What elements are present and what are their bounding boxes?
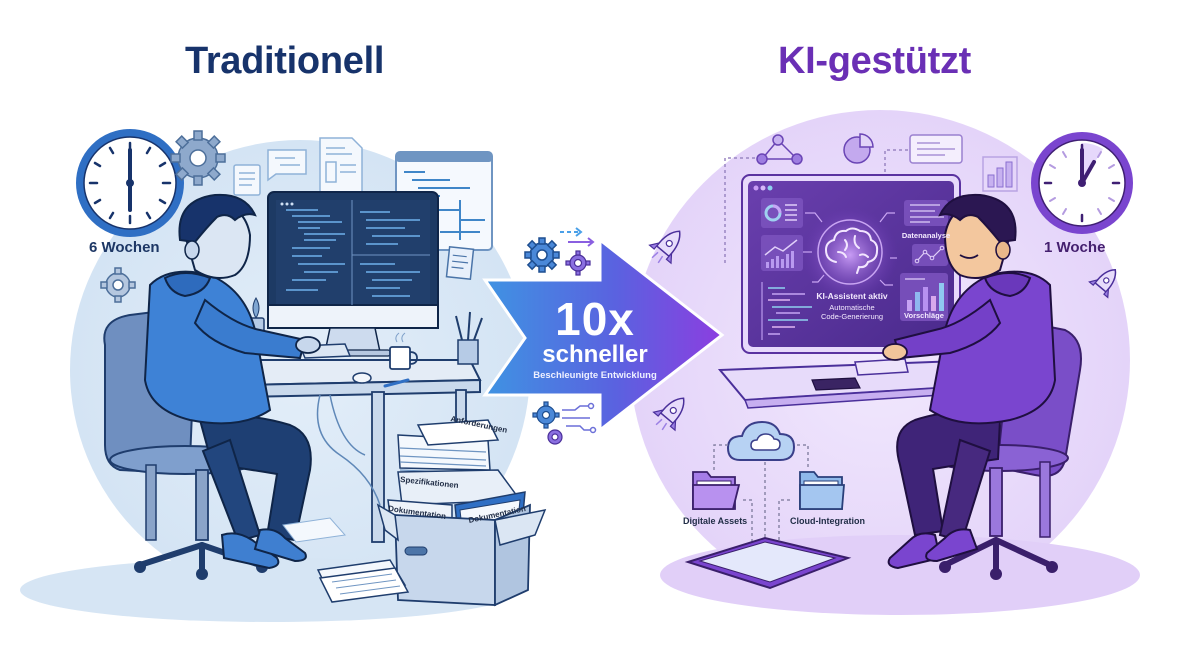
speed-arrow — [482, 236, 725, 434]
pie-chart-icon — [843, 133, 874, 164]
clock-icon-left — [76, 129, 184, 237]
paper-stack-floor — [282, 517, 410, 603]
folder-icon-digital-assets — [692, 471, 741, 510]
folder-label-cloud-integration: Cloud-Integration — [790, 516, 865, 526]
gear-icon — [524, 237, 560, 273]
folder-label-digital-assets: Digitale Assets — [683, 516, 748, 526]
network-icon — [724, 134, 803, 265]
bar-chart-icon — [982, 156, 1018, 192]
rocket-icon — [648, 230, 681, 265]
person-right — [882, 193, 1057, 570]
ai-monitor — [741, 174, 961, 377]
ai-panel-suggestions: Vorschläge — [904, 311, 944, 320]
dashed-connectors — [713, 444, 809, 555]
motion-arrows-icon — [560, 227, 595, 247]
circuit-icon — [562, 402, 597, 434]
ai-feature-line2: Code-Generierung — [820, 312, 884, 321]
tablet-device — [684, 536, 852, 590]
folder-icon-cloud-integration — [799, 471, 845, 510]
gear-icon — [100, 267, 136, 303]
sticky-note — [445, 246, 475, 280]
clock-icon-right — [1031, 132, 1133, 234]
title-traditional: Traditionell — [185, 40, 385, 82]
floating-documents — [233, 137, 363, 196]
rocket-icon — [1088, 268, 1117, 299]
speed-subtitle: Beschleunigte Entwicklung — [533, 370, 657, 381]
gear-icon — [170, 130, 226, 186]
gear-icon — [547, 429, 563, 445]
list-card-icon — [884, 134, 963, 172]
brain-icon — [824, 227, 879, 274]
gear-icon — [565, 250, 591, 276]
duration-label-ai: 1 Woche — [1044, 239, 1106, 256]
gear-icon — [532, 401, 560, 429]
desk-left — [228, 359, 482, 543]
speed-multiplier: 10x — [555, 293, 635, 345]
rocket-icon — [652, 397, 685, 432]
ai-status-label: KI-Assistent aktiv — [816, 291, 888, 301]
desk-items-left — [247, 297, 483, 388]
duration-label-traditional: 6 Wochen — [89, 239, 160, 256]
document-box — [376, 419, 547, 607]
speed-headline: schneller — [542, 341, 648, 368]
desk-right — [717, 358, 986, 409]
person-left — [143, 193, 321, 570]
ai-panel-data-analysis: Datenanalyse — [901, 231, 951, 240]
title-ai-assisted: KI-gestützt — [778, 40, 972, 82]
ai-feature-line1: Automatische — [829, 303, 875, 312]
cloud-icon — [726, 420, 796, 461]
